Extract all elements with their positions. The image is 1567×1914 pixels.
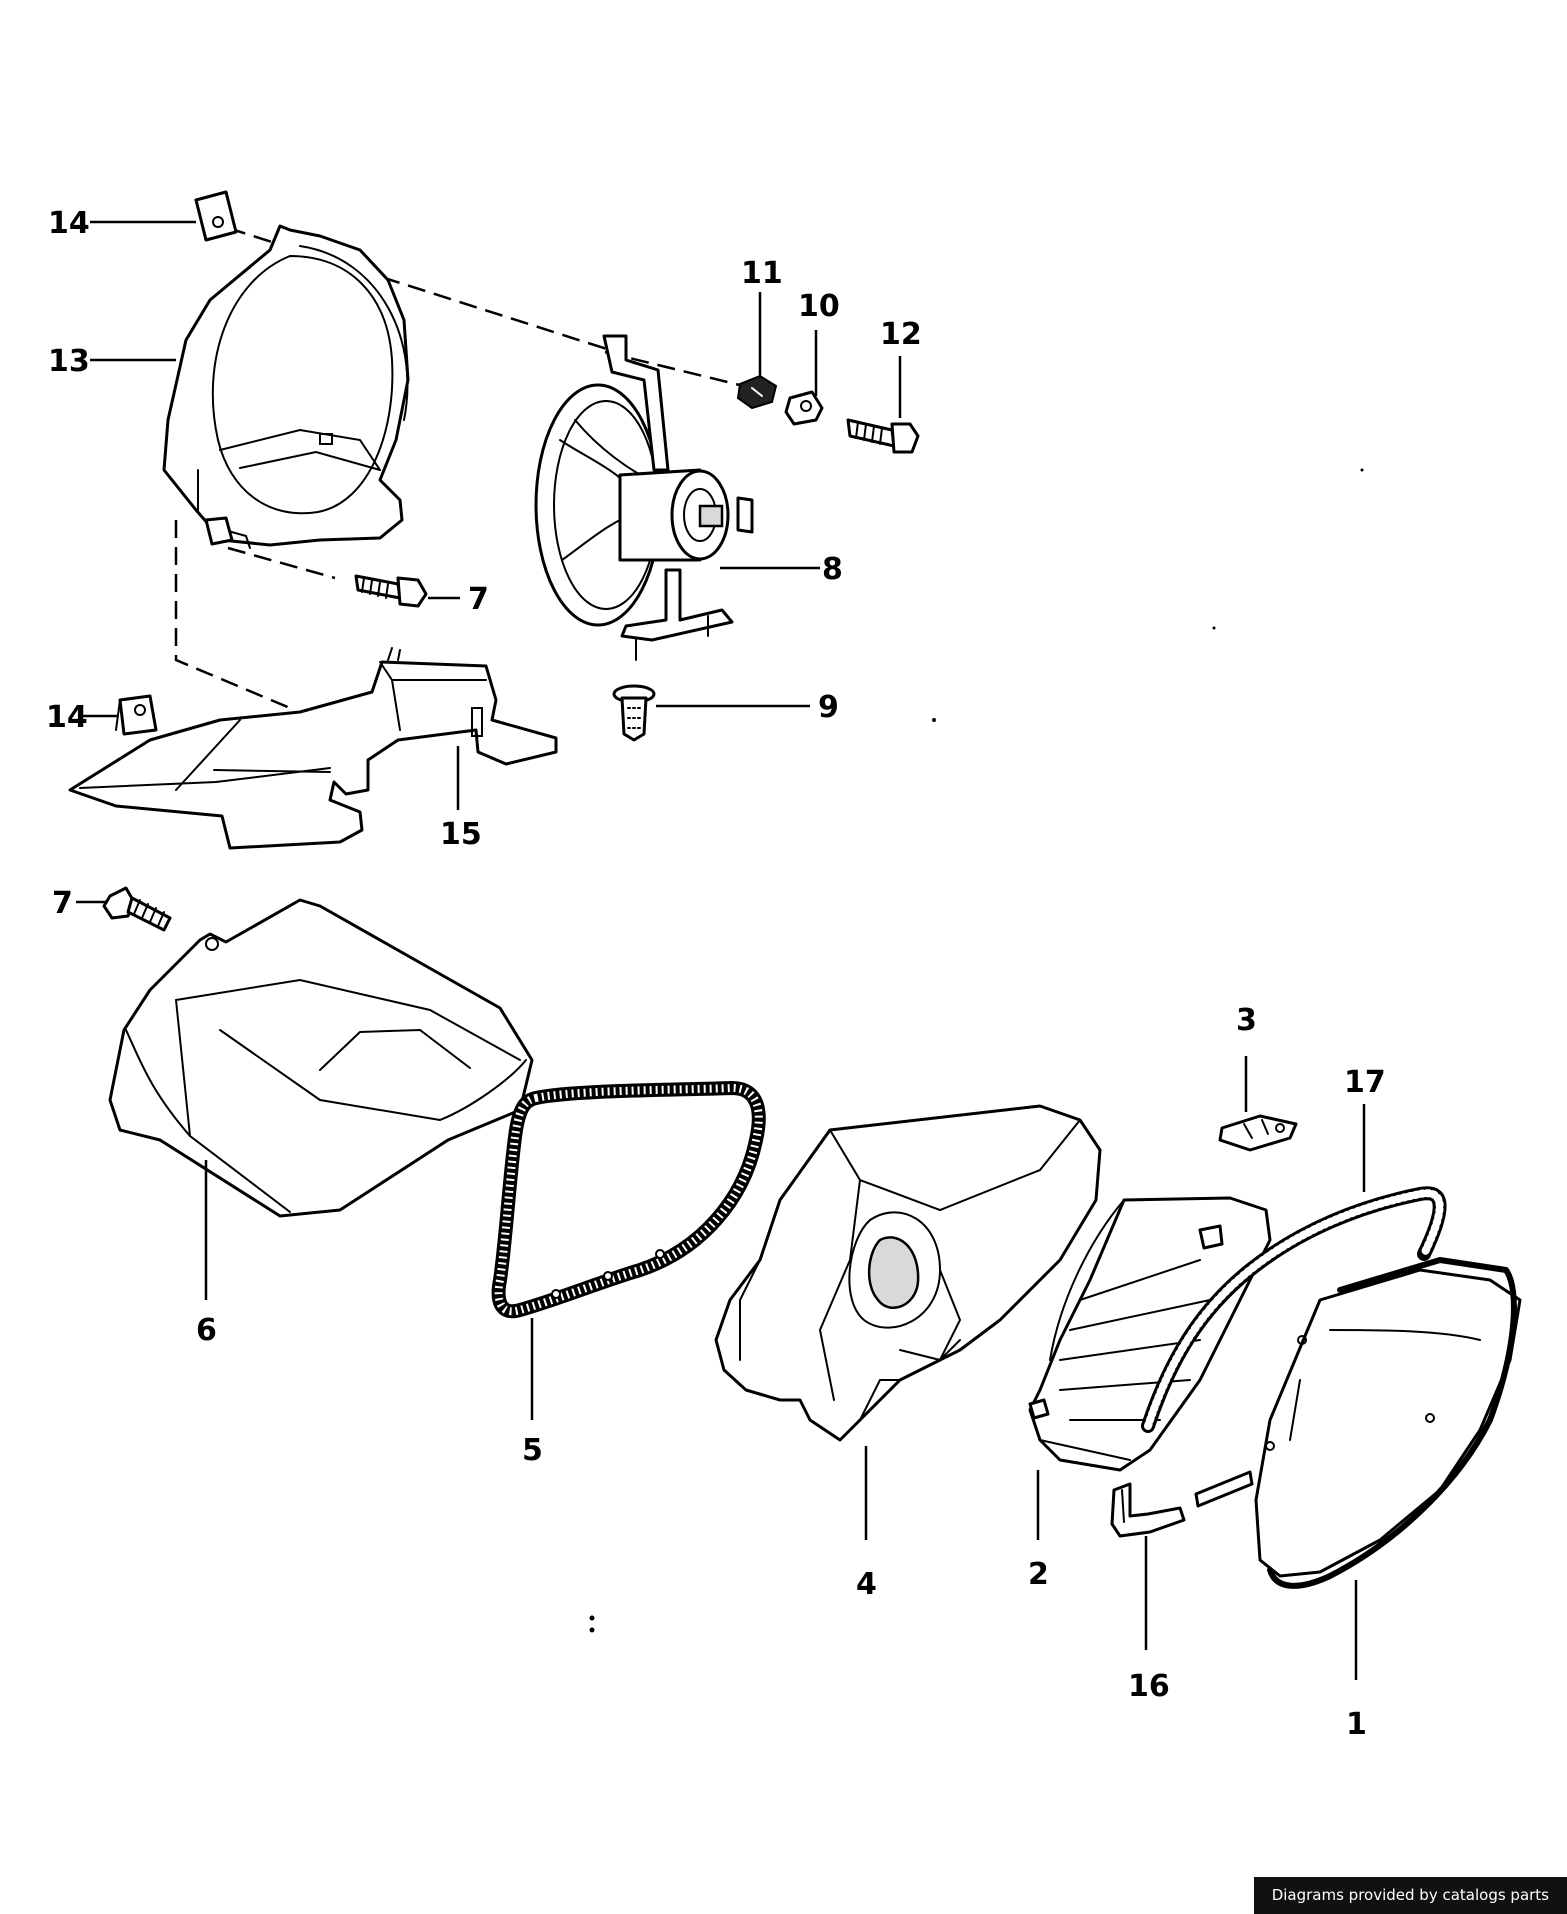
callout-7-upper: 7 (468, 582, 489, 617)
part-14-clip-top[interactable] (194, 190, 238, 242)
part-16-foam-strip[interactable] (1110, 1470, 1254, 1538)
callout-16: 16 (1128, 1669, 1170, 1704)
part-5-gasket[interactable] (491, 1081, 766, 1319)
part-6-air-duct[interactable] (108, 898, 534, 1218)
part-4-housing[interactable] (714, 1104, 1102, 1442)
part-13-fan-shroud[interactable] (162, 224, 410, 549)
callout-14-lower: 14 (46, 700, 88, 735)
callout-9: 9 (818, 690, 839, 725)
callout-17: 17 (1344, 1065, 1386, 1100)
part-15-air-guide[interactable] (68, 647, 558, 850)
part-8-fan-motor[interactable] (534, 334, 754, 661)
callout-15: 15 (440, 817, 482, 852)
part-14-clip-lower[interactable] (115, 694, 158, 736)
part-7-bolt-lower[interactable] (102, 886, 172, 932)
callout-6: 6 (196, 1313, 217, 1348)
callout-2: 2 (1028, 1557, 1049, 1592)
part-9-push-pin[interactable] (612, 684, 656, 742)
part-11-nut[interactable] (736, 374, 778, 410)
part-3-clip[interactable] (1218, 1114, 1298, 1152)
callout-10: 10 (798, 289, 840, 324)
callout-11: 11 (741, 256, 783, 291)
leader-lines (76, 220, 1366, 1680)
credit-footer: Diagrams provided by catalogs parts (1253, 1877, 1567, 1914)
part-7-bolt-upper[interactable] (354, 574, 428, 608)
callout-12: 12 (880, 317, 922, 352)
callout-4: 4 (856, 1567, 877, 1602)
callout-labels: 14 13 11 10 12 8 7 9 14 15 7 6 5 4 2 16 … (46, 206, 1386, 1742)
part-1-frame[interactable] (1254, 1257, 1522, 1589)
part-17-seal-strip[interactable] (1141, 1186, 1447, 1433)
part-10-grommet[interactable] (784, 390, 824, 426)
callout-14-top: 14 (48, 206, 90, 241)
callout-5: 5 (522, 1433, 543, 1468)
callout-3: 3 (1236, 1003, 1257, 1038)
callout-13: 13 (48, 344, 90, 379)
callout-1: 1 (1346, 1707, 1367, 1742)
scan-specks (589, 468, 1364, 1633)
callout-7-lower: 7 (52, 886, 73, 921)
callout-8: 8 (822, 552, 843, 587)
part-12-bolt[interactable] (846, 418, 920, 454)
